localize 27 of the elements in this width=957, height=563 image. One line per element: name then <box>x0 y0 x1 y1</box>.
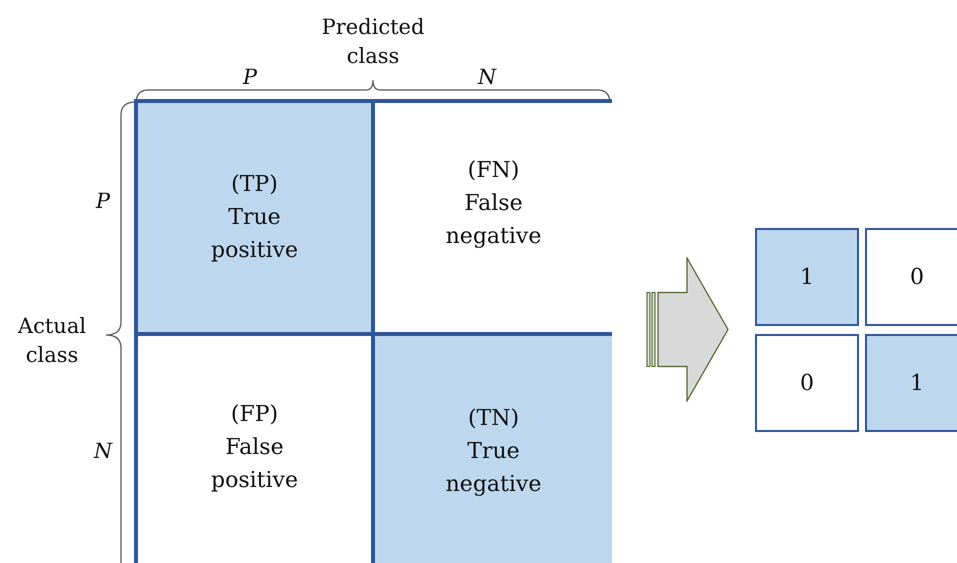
axis-title: Actual class <box>16 313 88 369</box>
cell-abbreviation: 1 <box>910 370 924 398</box>
matrix-cell <box>865 334 957 432</box>
axis-label: N <box>92 438 114 465</box>
cell-abbreviation: 0 <box>910 264 924 292</box>
matrix-cell <box>375 336 612 563</box>
cell-text: False negative <box>444 190 542 251</box>
matrix-cell <box>375 103 612 336</box>
cell-abbreviation: 1 <box>800 264 814 292</box>
axis-title: Predicted class <box>320 14 426 70</box>
matrix-cell <box>755 228 859 326</box>
matrix-cell <box>138 103 375 336</box>
block-arrow <box>646 257 729 402</box>
matrix-cell <box>865 228 957 326</box>
axis-label: P <box>242 64 258 91</box>
axis-label: N <box>476 64 498 91</box>
cell-abbreviation: (TP) <box>231 171 278 199</box>
matrix-cell <box>755 334 859 432</box>
confusion-matrix-grid <box>134 99 612 563</box>
cell-abbreviation: (FN) <box>468 157 520 185</box>
cell-abbreviation: 0 <box>800 370 814 398</box>
cell-text: True negative <box>444 438 542 499</box>
cell-abbreviation: (TN) <box>468 405 520 433</box>
cell-abbreviation: (FP) <box>230 401 278 429</box>
axis-label: P <box>94 188 112 215</box>
cell-text: False positive <box>210 434 299 495</box>
cell-text: True positive <box>210 204 299 265</box>
